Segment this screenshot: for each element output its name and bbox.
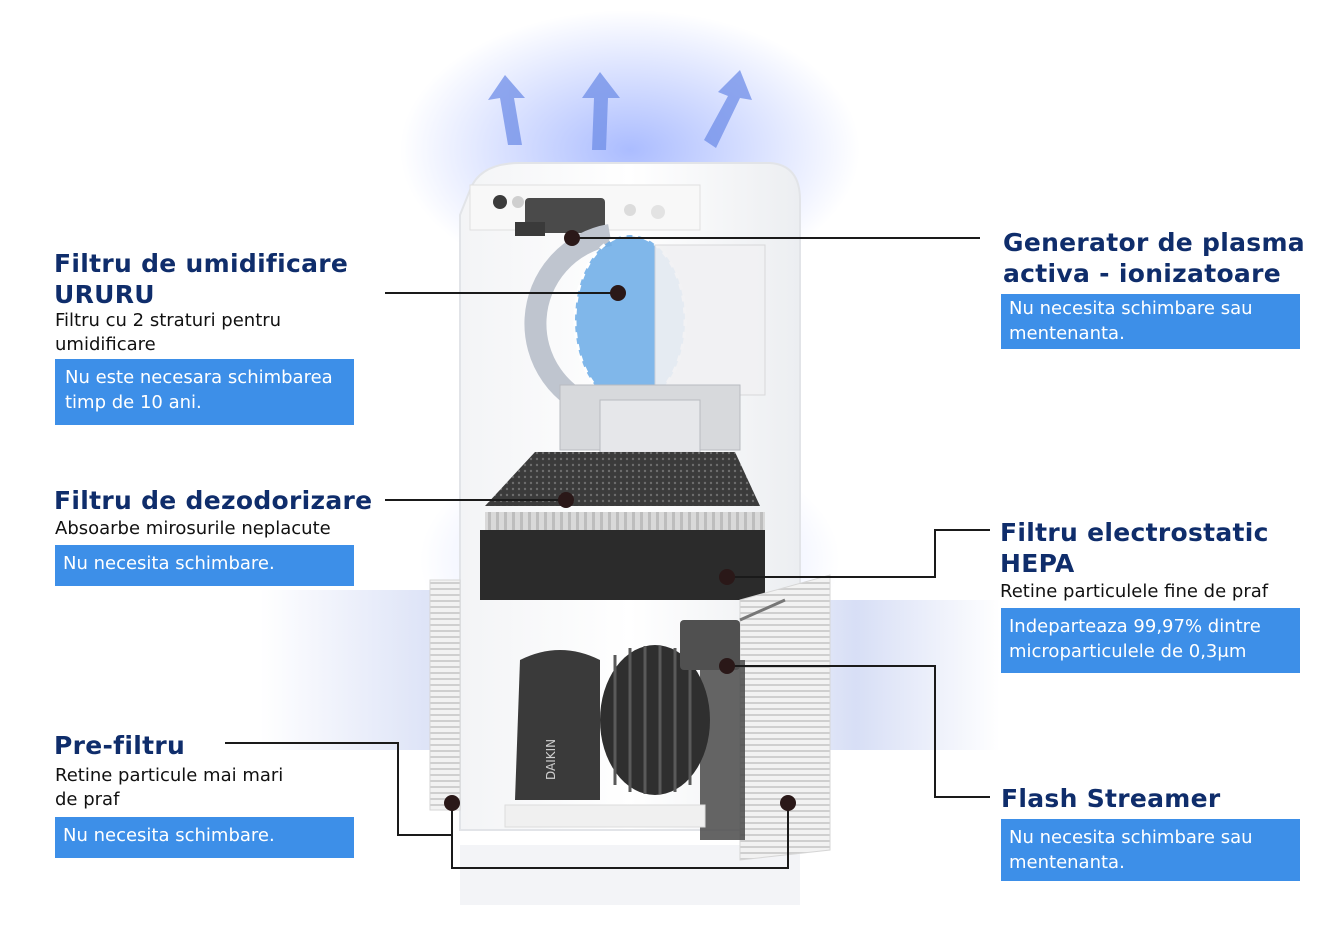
callout-subtitle: Retine particulele fine de praf — [1000, 581, 1269, 602]
brand-mark: DAIKIN — [544, 739, 558, 780]
callout-note: Nu necesita schimbare. — [55, 545, 354, 586]
callout-note: Nu necesita schimbare. — [55, 817, 354, 858]
callout-note: Nu necesita schimbare sau mentenanta. — [1001, 819, 1300, 881]
callout-title: Pre-filtru — [54, 731, 186, 760]
callout-title: Generator de plasma activa - ionizatoare — [1003, 228, 1305, 288]
prefilter-left — [429, 579, 461, 811]
callout-title: Flash Streamer — [1001, 784, 1221, 813]
callout-note: Nu este necesara schimbarea timp de 10 a… — [55, 359, 354, 425]
callout-subtitle: Absoarbe mirosurile neplacute — [55, 518, 331, 539]
prefilter-right — [739, 574, 831, 861]
callout-title: Filtru de umidificare URURU — [54, 249, 349, 309]
callout-title: Filtru de dezodorizare — [54, 486, 373, 515]
flash-streamer — [680, 620, 740, 670]
callout-title: Filtru electrostatic HEPA — [1000, 518, 1269, 578]
leader-dots — [444, 230, 796, 811]
leader-lines — [225, 237, 990, 869]
hepa-filter — [480, 530, 765, 600]
airflow-arrows — [488, 70, 752, 150]
callout-note: Indeparteaza 99,97% dintre microparticul… — [1001, 608, 1300, 673]
callout-subtitle: Filtru cu 2 straturi pentru umidificare — [55, 310, 282, 355]
callout-note: Nu necesita schimbare sau mentenanta. — [1001, 294, 1300, 349]
callout-subtitle: Retine particule mai mari de praf — [55, 765, 284, 810]
fan-motor — [515, 650, 600, 800]
deodorizing-filter — [485, 452, 760, 506]
fan-blower — [600, 645, 710, 795]
